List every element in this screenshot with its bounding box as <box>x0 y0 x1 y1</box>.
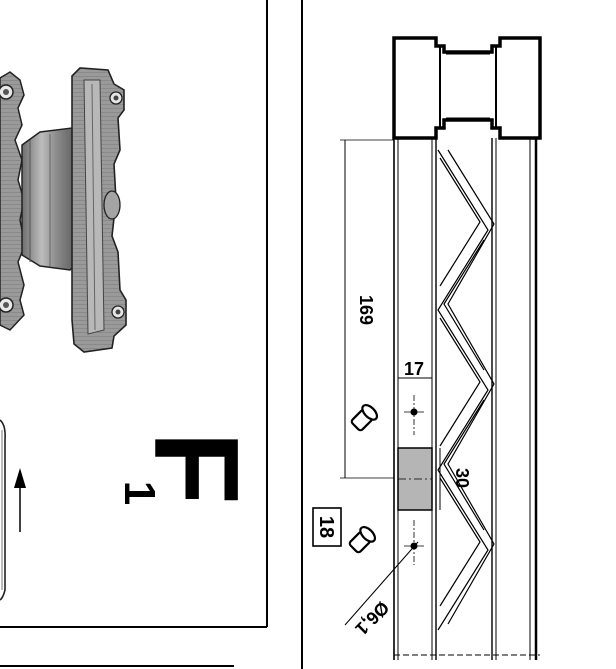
left-panel: F 1 <box>0 0 268 667</box>
lower-partial-part <box>0 419 6 601</box>
dimension-17: 17 <box>397 359 433 448</box>
screw-icon <box>348 525 377 554</box>
drill-hole-bottom <box>404 520 424 565</box>
screw-icon <box>350 403 379 432</box>
profile-section <box>392 36 542 140</box>
drill-hole-top <box>404 395 424 435</box>
view-label: F 1 <box>115 431 263 505</box>
callout-box-label: 18 <box>315 516 337 538</box>
arrow-up-icon <box>14 468 26 532</box>
callout-box: 18 <box>312 507 342 547</box>
diameter-label: Ø6,1 <box>351 597 393 639</box>
diameter-leader: Ø6,1 <box>344 541 419 639</box>
zigzag-web <box>437 149 495 631</box>
dimension-169: 169 <box>340 139 394 479</box>
dimension-30-label: 30 <box>452 468 472 488</box>
view-label-letter: F <box>129 431 263 504</box>
dimension-169-label: 169 <box>356 295 376 325</box>
dimension-30: 30 <box>439 448 472 510</box>
rail-lines <box>393 138 540 660</box>
dimension-17-label: 17 <box>404 359 424 379</box>
hinge-illustration <box>0 67 127 353</box>
view-label-index: 1 <box>115 481 164 505</box>
right-panel: 169 17 30 <box>301 0 542 669</box>
